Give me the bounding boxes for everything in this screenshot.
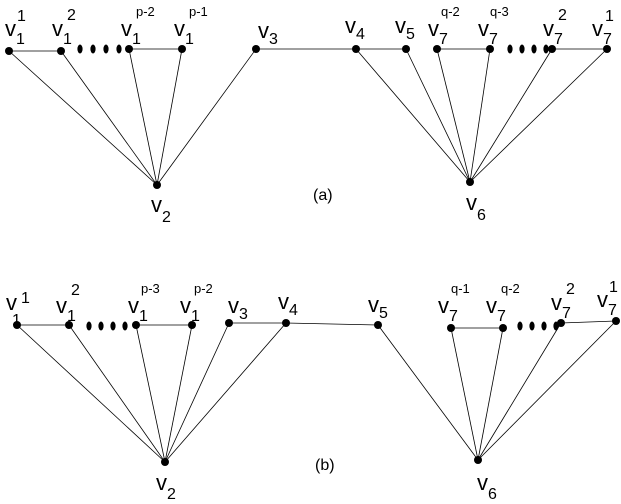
vertex-a-v7qm2 xyxy=(433,45,441,53)
vertex-b-v1pm3 xyxy=(132,321,140,329)
label-b-v7_1: v71 xyxy=(597,279,618,319)
label-a-v5: v5 xyxy=(395,13,415,43)
label-b-v1_2: v12 xyxy=(56,282,80,325)
vertex-a-v1_pm2 xyxy=(125,45,133,53)
ellipsis-b-right xyxy=(517,321,559,331)
vertex-b-v1pm2 xyxy=(188,321,196,329)
vertex-a-v7qm3 xyxy=(486,45,494,53)
caption-a: (a) xyxy=(313,187,333,204)
caption-b: (b) xyxy=(315,457,335,474)
vertex-a-v4 xyxy=(352,45,360,53)
edge-b-v2-v1_1 xyxy=(16,324,166,463)
edge-a-v6-v7_2 xyxy=(469,48,553,183)
vertex-a-v3 xyxy=(252,45,260,53)
label-a-v1_pm2: v1p-2 xyxy=(121,4,155,48)
ellipsis-b-left xyxy=(86,321,128,331)
vertex-a-v7_1 xyxy=(603,45,611,53)
vertex-a-v6 xyxy=(466,178,474,186)
label-a-v2: v2 xyxy=(151,192,171,226)
edge-a-v2-v1_1 xyxy=(8,50,158,186)
edge-a-v2-v1_2 xyxy=(60,50,158,186)
label-a-v4: v4 xyxy=(345,13,365,43)
edge-a-v2-v1_pm1 xyxy=(156,48,183,186)
label-b-v4: v4 xyxy=(278,289,298,319)
label-a-v1_pm1: v1p-1 xyxy=(174,4,208,48)
edge-a-v2-v1_pm2 xyxy=(128,48,158,186)
edge-b-v7_2-v7_1 xyxy=(560,320,617,324)
label-b-v1pm2: v1p-2 xyxy=(180,281,213,325)
vertex-b-v1_2 xyxy=(65,321,73,329)
edge-b-v6-v7qm1 xyxy=(450,327,479,461)
vertex-a-v5 xyxy=(402,45,410,53)
label-a-v7qm3: v7q-3 xyxy=(478,4,509,48)
edge-b-v2-v1pm3 xyxy=(135,324,166,463)
edge-b-v2-v3 xyxy=(164,322,230,463)
vertex-a-v1_1 xyxy=(5,47,13,55)
edge-a-v6-v7_1 xyxy=(469,48,608,183)
label-b-v3: v3 xyxy=(228,293,248,323)
vertex-b-v7qm2 xyxy=(499,324,507,332)
label-b-v6: v6 xyxy=(477,470,497,503)
edge-b-v2-v1_2 xyxy=(68,324,166,463)
vertex-a-v1_2 xyxy=(57,47,65,55)
label-b-v7qm2: v7q-2 xyxy=(486,281,520,325)
vertex-b-v7qm1 xyxy=(447,324,455,332)
vertex-b-v7_1 xyxy=(612,317,620,325)
label-b-v7qm1: v7q-1 xyxy=(438,281,470,325)
edge-b-v6-v7qm2 xyxy=(477,327,504,461)
label-a-v7qm2: v7q-2 xyxy=(428,4,460,48)
edge-a-v6-v4 xyxy=(355,48,471,183)
edge-b-v6-v7_2 xyxy=(477,322,562,461)
label-a-v7_1: v71 xyxy=(592,8,614,48)
label-b-v7_2: v72 xyxy=(551,281,575,322)
edge-b-v6-v5 xyxy=(377,324,479,461)
graph-a: v11 v12 v1p-2 v1p-1 v3 v4 v5 v7q-2 v7q-3… xyxy=(5,4,614,226)
label-a-v7_2: v72 xyxy=(543,7,567,48)
vertex-a-v2 xyxy=(153,181,161,189)
vertex-b-v7_2 xyxy=(557,319,565,327)
label-b-v5: v5 xyxy=(368,292,388,322)
label-a-v3: v3 xyxy=(258,18,278,48)
edge-b-v2-v1pm2 xyxy=(164,324,193,463)
label-a-v1_1: v11 xyxy=(5,8,26,48)
vertex-b-v4 xyxy=(282,319,290,327)
edge-b-v2-v4 xyxy=(164,322,287,463)
edge-b-v6-v7_1 xyxy=(477,320,617,461)
edge-a-v6-v5 xyxy=(405,48,471,183)
edge-a-v2-v3 xyxy=(156,48,257,186)
edge-a-v6-v7qm3 xyxy=(469,48,491,183)
edge-b-v4-v5 xyxy=(285,322,379,326)
vertex-b-v2 xyxy=(161,458,169,466)
vertex-a-v7_2 xyxy=(548,45,556,53)
ellipsis-a-right xyxy=(507,44,549,54)
vertex-b-v1_1 xyxy=(13,321,21,329)
label-a-v1_2: v12 xyxy=(52,7,76,48)
edge-a-v6-v7qm2 xyxy=(436,48,471,183)
vertex-b-v5 xyxy=(374,321,382,329)
vertex-b-v3 xyxy=(225,319,233,327)
vertex-a-v1_pm1 xyxy=(178,45,186,53)
label-b-v2: v2 xyxy=(156,470,176,503)
vertex-b-v6 xyxy=(474,456,482,464)
label-a-v6: v6 xyxy=(466,190,486,224)
ellipsis-a-left xyxy=(77,44,122,54)
label-b-v1pm3: v1p-3 xyxy=(128,281,160,325)
